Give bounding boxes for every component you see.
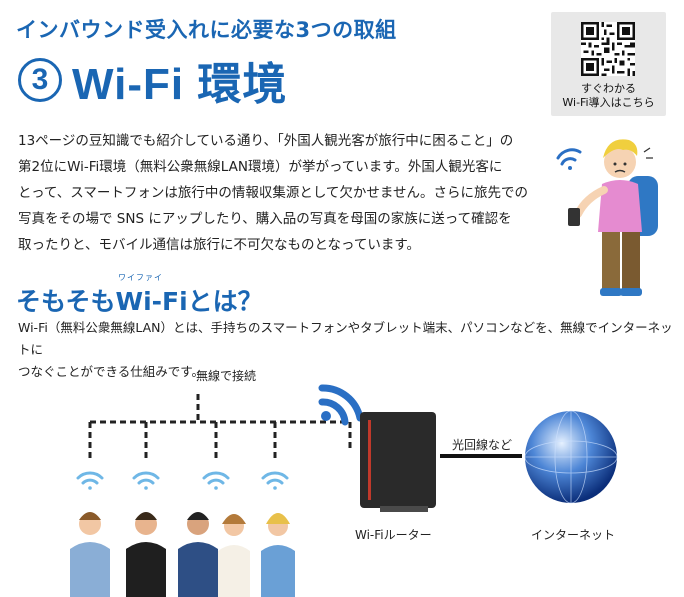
intro-line: 13ページの豆知識でも紹介している通り、「外国人観光客が旅行中に困ること」の <box>18 133 514 149</box>
section-title: そもそもWi-Fiとは？ <box>16 287 263 316</box>
wifi-network-diagram <box>70 384 618 597</box>
wifi-icon <box>556 148 582 170</box>
section-title-ruby: ワイファイ <box>118 273 163 282</box>
wifi-router <box>360 412 436 512</box>
section-number-badge: 3 <box>18 58 62 102</box>
internet-label: インターネット <box>531 528 616 542</box>
person <box>218 514 250 597</box>
person <box>126 512 166 597</box>
section-description-line1: Wi-Fi（無料公衆無線LAN）とは、手持ちのスマートフォンやタブレット端末、パ… <box>18 320 673 357</box>
router-wifi-icon <box>318 384 364 426</box>
page-title: Wi-Fi 環境 <box>72 60 288 109</box>
wifi-icon <box>76 471 104 490</box>
qr-caption-line2: Wi-Fi導入はこちら <box>562 96 655 109</box>
intro-line: とって、スマートフォンは旅行中の情報収集源として欠かせません。さらに旅先での <box>18 185 529 201</box>
qr-caption: すぐわかる Wi-Fi導入はこちら <box>551 82 666 110</box>
router-label: Wi-Fiルーター <box>355 528 432 542</box>
section-description: Wi-Fi（無料公衆無線LAN）とは、手持ちのスマートフォンやタブレット端末、パ… <box>18 317 678 383</box>
intro-line: 取ったりと、モバイル通信は旅行に不可欠なものとなっています。 <box>18 237 421 253</box>
wifi-icon <box>261 471 289 490</box>
wireless-label: 無線で接続 <box>196 369 257 383</box>
qr-caption-line1: すぐわかる <box>581 82 636 95</box>
confused-tourist-illustration <box>556 139 658 296</box>
intro-line: 写真をその場で SNS にアップしたり、購入品の写真を母国の家族に送って確認を <box>18 211 512 227</box>
intro-line: 第2位にWi-Fi環境（無料公衆無線LAN環境）が挙がっています。外国人観光客に <box>18 159 503 175</box>
title-row: 3 Wi-Fi 環境 <box>18 50 287 110</box>
wifi-icon <box>202 471 230 490</box>
people-with-smartphones <box>70 512 295 597</box>
fiber-label: 光回線など <box>452 438 513 452</box>
person <box>70 512 110 597</box>
page-subtitle: インバウンド受入れに必要な3つの取組 <box>16 18 397 42</box>
wireless-connection-lines <box>88 394 352 458</box>
intro-paragraph: 13ページの豆知識でも紹介している通り、「外国人観光客が旅行中に困ること」の 第… <box>18 128 530 258</box>
qr-code-icon <box>581 22 635 76</box>
fiber-line <box>440 454 522 458</box>
qr-link-box[interactable]: すぐわかる Wi-Fi導入はこちら <box>551 12 666 116</box>
person <box>178 512 218 597</box>
globe-icon <box>524 410 618 504</box>
section-description-line2: つなぐことができる仕組みです。 <box>18 364 205 379</box>
wifi-icon <box>132 471 160 490</box>
person <box>261 513 295 597</box>
